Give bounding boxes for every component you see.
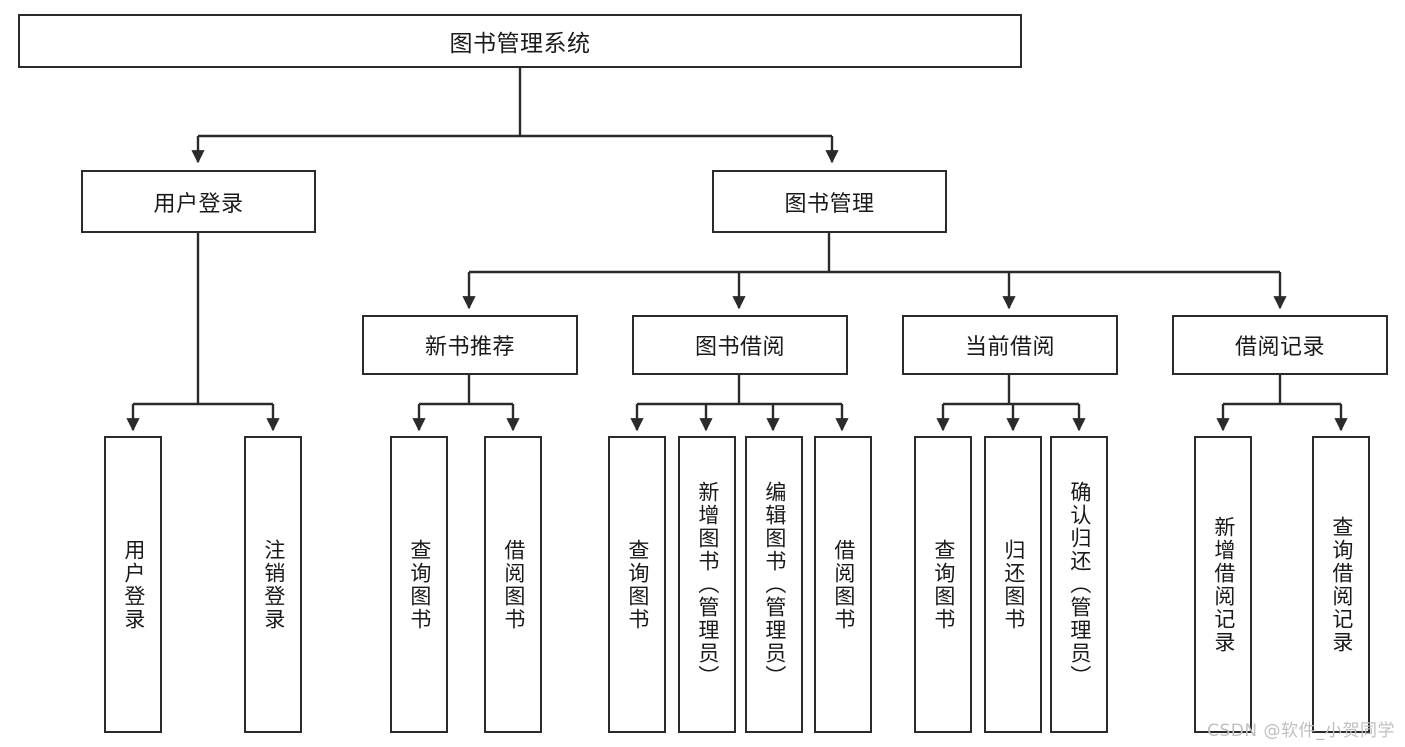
leaf-query-book-3[interactable]: 查询图书 <box>914 436 972 733</box>
node-new-book-recommend[interactable]: 新书推荐 <box>362 315 578 375</box>
leaf-confirm-return[interactable]: 确认归还（管理员） <box>1050 436 1108 733</box>
leaf-add-record[interactable]: 新增借阅记录 <box>1194 436 1252 733</box>
leaf-user-login[interactable]: 用户登录 <box>104 436 162 733</box>
node-label: 新增图书（管理员） <box>695 481 720 688</box>
node-label: 查询图书 <box>625 538 650 631</box>
node-book-borrow[interactable]: 图书借阅 <box>632 315 848 375</box>
leaf-query-book-1[interactable]: 查询图书 <box>390 436 448 733</box>
leaf-return-book[interactable]: 归还图书 <box>984 436 1042 733</box>
leaf-query-book-2[interactable]: 查询图书 <box>608 436 666 733</box>
watermark: CSDN @软件_小贺同学 <box>1207 721 1395 741</box>
leaf-borrow-book-1[interactable]: 借阅图书 <box>484 436 542 733</box>
node-label: 查询图书 <box>931 538 956 631</box>
node-label: 用户登录 <box>121 538 146 631</box>
node-label: 编辑图书（管理员） <box>762 481 787 688</box>
leaf-add-book[interactable]: 新增图书（管理员） <box>678 436 736 733</box>
node-label: 新书推荐 <box>424 335 515 360</box>
node-book-management-system[interactable]: 图书管理系统 <box>18 14 1022 68</box>
node-label: 新增借阅记录 <box>1211 515 1236 654</box>
leaf-logout[interactable]: 注销登录 <box>244 436 302 733</box>
node-label: 用户登录 <box>153 191 244 217</box>
node-label: 确认归还（管理员） <box>1067 481 1092 688</box>
leaf-query-record[interactable]: 查询借阅记录 <box>1312 436 1370 733</box>
node-label: 图书管理系统 <box>449 31 591 57</box>
node-label: 图书借阅 <box>694 335 785 360</box>
leaf-borrow-book-2[interactable]: 借阅图书 <box>814 436 872 733</box>
node-borrow-record[interactable]: 借阅记录 <box>1172 315 1388 375</box>
node-label: 借阅记录 <box>1234 335 1325 360</box>
node-label: 归还图书 <box>1001 538 1026 631</box>
node-current-borrow[interactable]: 当前借阅 <box>902 315 1118 375</box>
node-label: 借阅图书 <box>501 538 526 631</box>
node-user-login[interactable]: 用户登录 <box>81 170 316 233</box>
node-label: 图书管理 <box>784 191 875 217</box>
node-label: 当前借阅 <box>964 335 1055 360</box>
node-label: 查询借阅记录 <box>1329 515 1354 654</box>
node-book-manage[interactable]: 图书管理 <box>712 170 947 233</box>
node-label: 查询图书 <box>407 538 432 631</box>
node-label: 注销登录 <box>261 538 286 631</box>
node-label: 借阅图书 <box>831 538 856 631</box>
leaf-edit-book[interactable]: 编辑图书（管理员） <box>745 436 803 733</box>
